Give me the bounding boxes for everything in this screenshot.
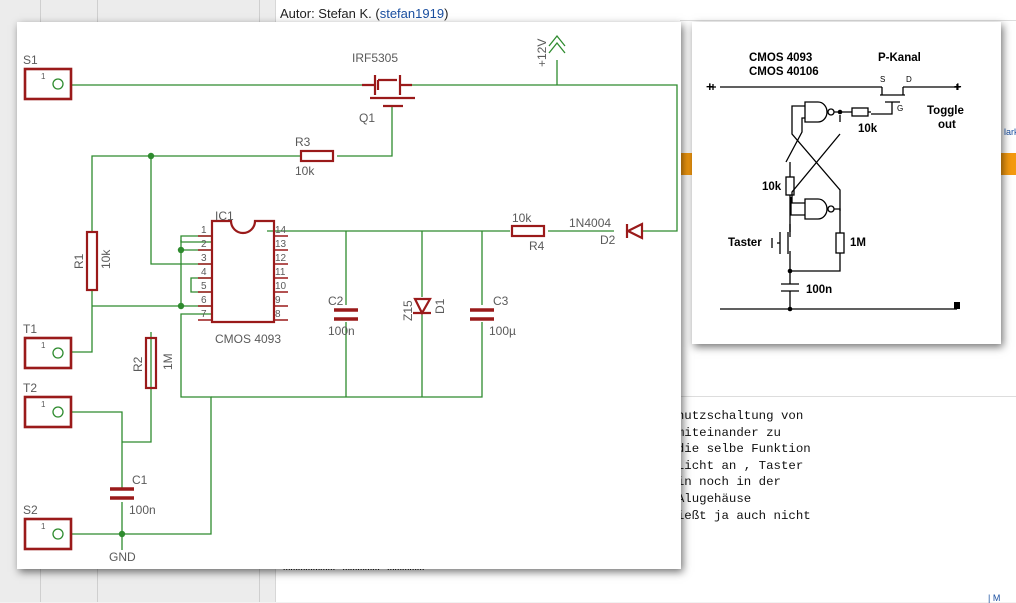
r3-name: R3 xyxy=(295,135,311,149)
timing-capacitor: 100n xyxy=(806,284,832,296)
d2-name: D2 xyxy=(600,233,616,247)
post-line: S miteinander zu xyxy=(662,425,781,440)
r1-value: 10k xyxy=(99,249,113,269)
ic-pin-label: 4 xyxy=(201,267,207,278)
author-line: Autor: Stefan K. (stefan1919) xyxy=(280,6,449,21)
connector-t1-label: T1 xyxy=(23,322,37,336)
c2-name: C2 xyxy=(328,294,344,308)
output-label-2: out xyxy=(938,119,956,131)
d1-name: D1 xyxy=(433,298,447,314)
post-line: Schutzschaltung von xyxy=(662,409,804,423)
r1-name: R1 xyxy=(72,253,86,269)
pull-resistor: 1M xyxy=(850,237,866,249)
ic-pin-label: 11 xyxy=(275,267,286,278)
ic1-value: CMOS 4093 xyxy=(215,332,281,346)
q1-value: IRF5305 xyxy=(352,51,398,65)
output-label: Toggle xyxy=(927,105,964,117)
post-line: t Licht an , Taster xyxy=(662,458,804,473)
c3-name: C3 xyxy=(493,294,509,308)
post-line: n die selbe Funktion xyxy=(662,442,811,457)
ic-pin-label: 13 xyxy=(275,239,287,250)
svg-text:1: 1 xyxy=(41,522,46,531)
gnd-label: GND xyxy=(109,550,136,564)
post-line: fließt ja auch nicht xyxy=(662,508,811,523)
ic-pin-label: 7 xyxy=(201,309,207,320)
side-link-bottom[interactable]: | M xyxy=(988,593,1001,603)
d2-value: 1N4004 xyxy=(569,216,611,230)
gate-resistor: 10k xyxy=(858,123,878,135)
svg-text:1: 1 xyxy=(41,341,46,350)
svg-text:+: + xyxy=(954,79,962,94)
ic-pin-label: 10 xyxy=(275,281,287,292)
r2-name: R2 xyxy=(131,356,145,372)
svg-text:1: 1 xyxy=(41,72,46,81)
d1-value: Z15 xyxy=(401,300,415,321)
mosfet-type: P-Kanal xyxy=(878,52,921,64)
svg-text:S: S xyxy=(880,75,885,84)
r4-value: 10k xyxy=(512,211,532,225)
r3-value: 10k xyxy=(295,164,315,178)
c1-value: 100n xyxy=(129,503,156,517)
ic-pin-label: 1 xyxy=(201,225,207,236)
post-body: Schutzschaltung von S miteinander zu n die… xyxy=(662,408,1012,524)
supply-label: +12V xyxy=(535,39,549,67)
c3-value: 100µ xyxy=(489,324,516,338)
schematic-diagram: S1 T1 T2 S2 1 1 1 1 IRF5305 Q1 R3 10k 10… xyxy=(23,34,678,564)
connector-t2-label: T2 xyxy=(23,381,37,395)
c1-name: C1 xyxy=(132,473,148,487)
svg-text:+: + xyxy=(706,79,714,94)
toggle-circuit-diagram: CMOS 4093 CMOS 40106 P-Kanal Toggle out … xyxy=(706,52,964,312)
ic-pin-label: 9 xyxy=(275,295,281,306)
ic-pin-label: 12 xyxy=(275,253,287,264)
ic-pin-label: 3 xyxy=(201,253,207,264)
schematic-popup[interactable]: S1 T1 T2 S2 1 1 1 1 IRF5305 Q1 R3 10k 10… xyxy=(17,22,681,569)
ic-pin-label: 14 xyxy=(275,225,287,236)
author-link[interactable]: stefan1919 xyxy=(379,6,445,21)
side-link[interactable]: lark xyxy=(1004,127,1016,137)
q1-name: Q1 xyxy=(359,111,375,125)
ic-pin-label: 8 xyxy=(275,309,281,320)
ic1-name: IC1 xyxy=(215,209,234,223)
r4-name: R4 xyxy=(529,239,545,253)
r2-value: 1M xyxy=(161,353,175,370)
ic-pin-label: 2 xyxy=(201,239,207,250)
c2-value: 100n xyxy=(328,324,355,338)
toggle-circuit-popup[interactable]: CMOS 4093 CMOS 40106 P-Kanal Toggle out … xyxy=(692,22,1001,344)
button-label: Taster xyxy=(728,237,762,249)
connector-s1-label: S1 xyxy=(23,53,38,67)
ic-type-2: CMOS 40106 xyxy=(749,66,819,78)
post-line: e Alugehäuse xyxy=(662,491,752,506)
svg-text:G: G xyxy=(897,104,903,113)
svg-text:D: D xyxy=(906,75,912,84)
ic-pin-label: 5 xyxy=(201,281,207,292)
connector-s2-label: S2 xyxy=(23,503,38,517)
svg-text:1: 1 xyxy=(41,400,46,409)
post-line: bin noch in der xyxy=(662,475,781,490)
ic-pin-label: 6 xyxy=(201,295,207,306)
feedback-resistor: 10k xyxy=(762,181,782,193)
ic-type-1: CMOS 4093 xyxy=(749,52,812,64)
